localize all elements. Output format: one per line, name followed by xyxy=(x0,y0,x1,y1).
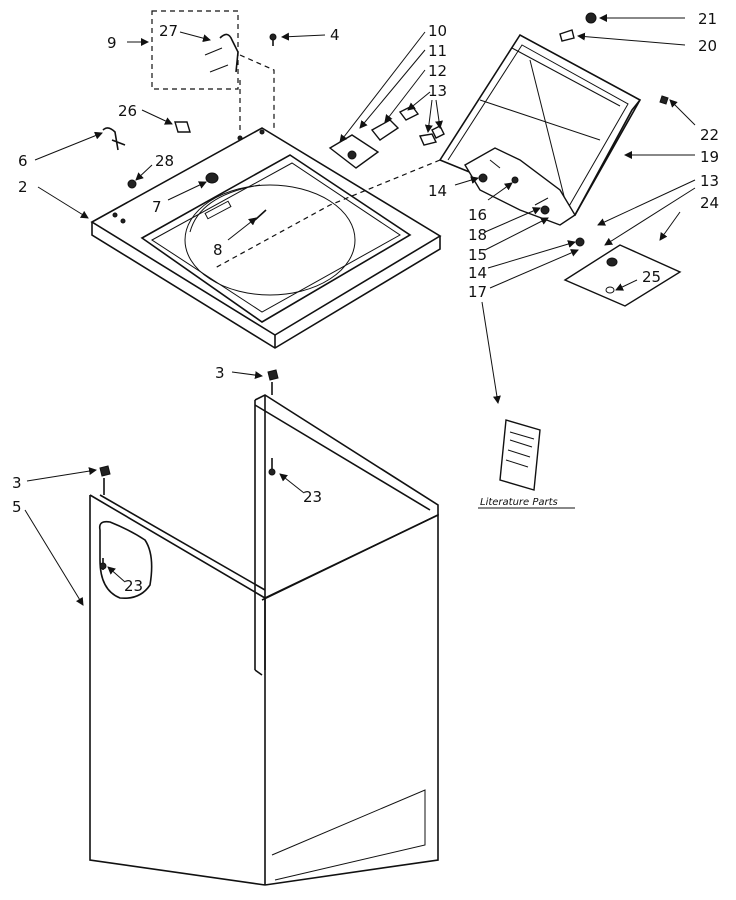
callout-15: 15 xyxy=(468,246,487,264)
callout-26: 26 xyxy=(118,102,137,120)
callout-9: 9 xyxy=(107,34,117,52)
callout-16: 16 xyxy=(468,206,487,224)
callout-6: 6 xyxy=(18,152,28,170)
callout-14-upper: 14 xyxy=(428,182,447,200)
fasteners xyxy=(99,369,279,570)
callout-11: 11 xyxy=(428,42,447,60)
literature-parts-caption: Literature Parts xyxy=(480,497,558,508)
callout-5: 5 xyxy=(12,498,22,516)
callout-10: 10 xyxy=(428,22,447,40)
callout-17: 17 xyxy=(468,283,487,301)
callout-labels: 21 20 9 27 4 10 11 12 13 22 26 6 28 19 2… xyxy=(12,10,719,595)
leader-lines xyxy=(24,14,696,606)
callout-3-back: 3 xyxy=(215,364,225,382)
lid-switch-parts xyxy=(328,105,445,169)
callout-24: 24 xyxy=(700,194,719,212)
top-panel xyxy=(90,127,442,349)
parts-bag xyxy=(563,244,682,307)
callout-14-lower: 14 xyxy=(468,264,487,282)
callout-8: 8 xyxy=(213,241,223,259)
literature-booklet xyxy=(478,419,575,509)
callout-4: 4 xyxy=(330,26,340,44)
callout-22: 22 xyxy=(700,126,719,144)
callout-13-top: 13 xyxy=(428,82,447,100)
hinge-bracket xyxy=(464,147,585,247)
callout-19: 19 xyxy=(700,148,719,166)
callout-27: 27 xyxy=(159,22,178,40)
small-parts xyxy=(102,12,669,221)
callout-13-right: 13 xyxy=(700,172,719,190)
callout-25: 25 xyxy=(642,268,661,286)
callout-2: 2 xyxy=(18,178,28,196)
callout-28: 28 xyxy=(155,152,174,170)
callout-12: 12 xyxy=(428,62,447,80)
callout-18: 18 xyxy=(468,226,487,244)
cabinet xyxy=(89,394,439,886)
callout-7: 7 xyxy=(152,198,162,216)
callout-23-front: 23 xyxy=(124,577,143,595)
callout-23-back: 23 xyxy=(303,488,322,506)
callout-3-front: 3 xyxy=(12,474,22,492)
wiring-harness-box xyxy=(151,10,275,130)
callout-21: 21 xyxy=(698,10,717,28)
callout-20: 20 xyxy=(698,37,717,55)
